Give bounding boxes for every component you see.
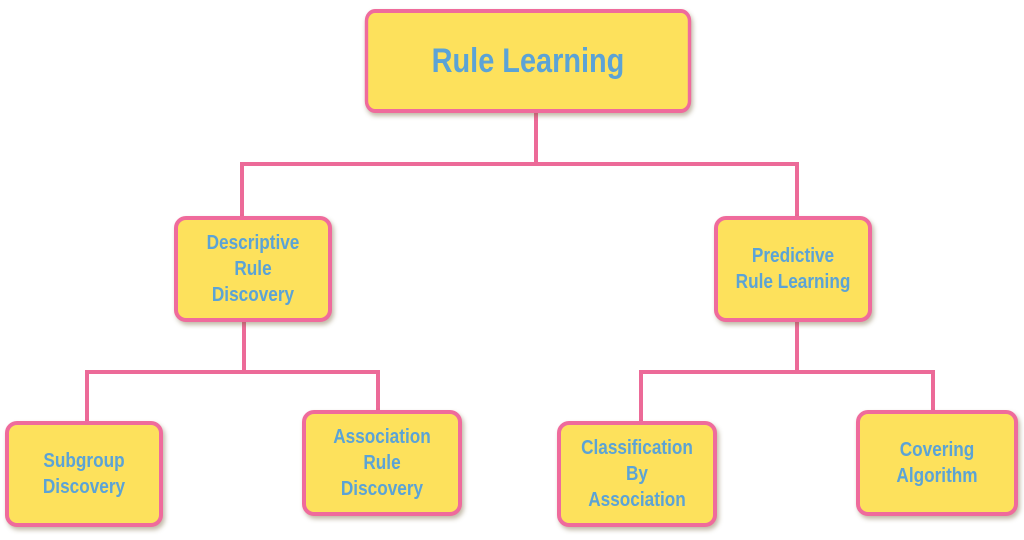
node-association-rule-discovery-label: Association Rule Discovery [333, 426, 431, 500]
node-classification-by-association-label: Classification By Association [581, 437, 693, 511]
node-covering-algorithm-label: Covering Algorithm [896, 439, 978, 487]
node-association-rule-discovery: Association Rule Discovery [302, 410, 462, 516]
node-classification-by-association: Classification By Association [557, 421, 717, 527]
node-subgroup-discovery-label: Subgroup Discovery [42, 450, 126, 498]
node-covering-algorithm: Covering Algorithm [856, 410, 1018, 516]
node-rule-learning: Rule Learning [364, 9, 692, 113]
node-subgroup-discovery: Subgroup Discovery [5, 421, 163, 527]
node-rule-learning-label: Rule Learning [431, 41, 625, 80]
node-descriptive-rule-discovery: Descriptive Rule Discovery [174, 216, 332, 322]
node-predictive-rule-learning-label: Predictive Rule Learning [735, 245, 851, 293]
node-descriptive-rule-discovery-label: Descriptive Rule Discovery [206, 232, 300, 306]
node-predictive-rule-learning: Predictive Rule Learning [714, 216, 872, 322]
